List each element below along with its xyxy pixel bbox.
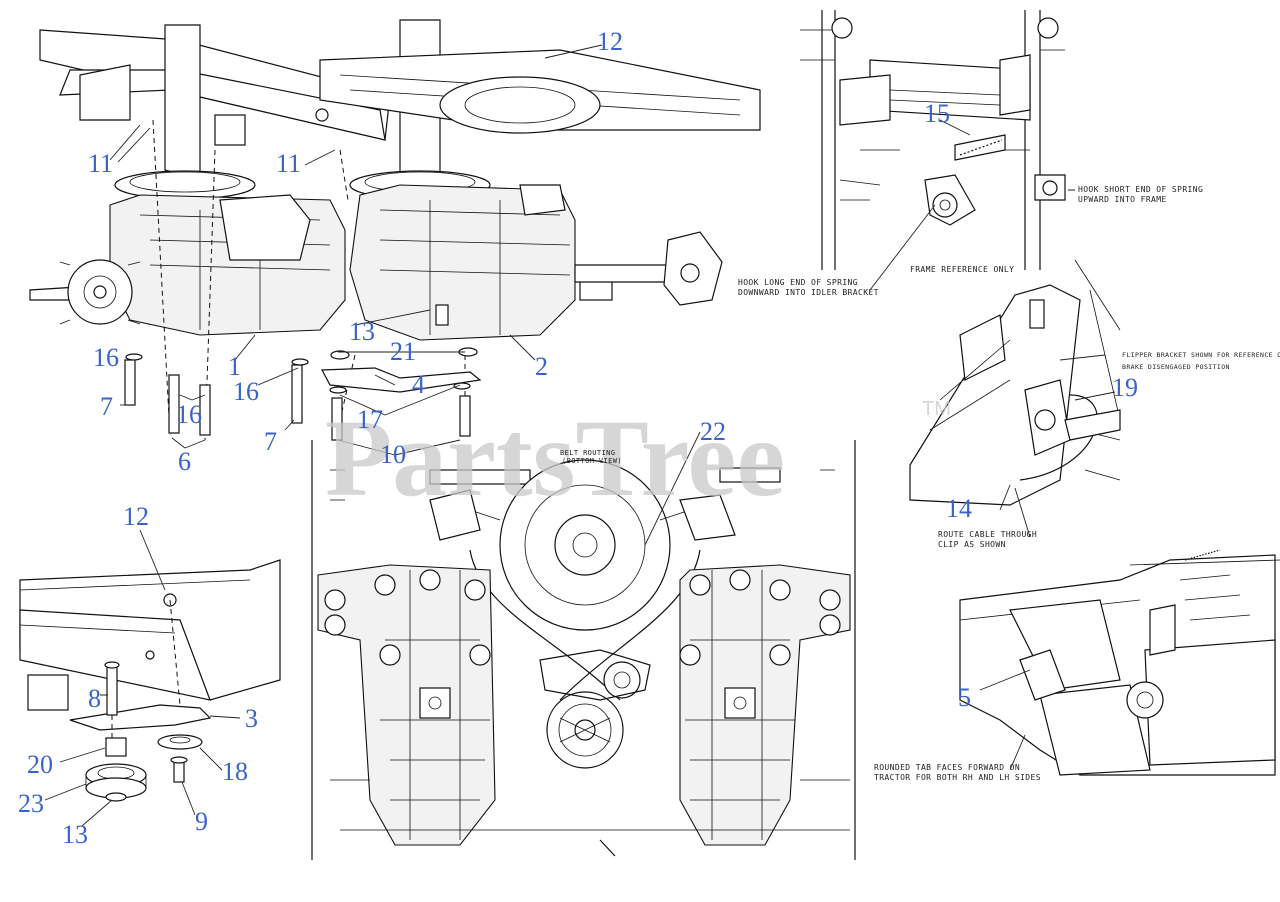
callout-numbers: 12 11 11 13 1 2 21 4 17 10 16 16 16 7 7 … xyxy=(18,27,1138,849)
belt-routing-view xyxy=(311,431,856,860)
note-hook-short-line1: HOOK SHORT END OF SPRING xyxy=(1078,185,1203,194)
note-belt-routing-line2: (BOTTOM VIEW) xyxy=(562,457,622,465)
callout-7-a: 7 xyxy=(100,392,113,421)
callout-13-top: 13 xyxy=(349,317,375,346)
callout-9: 9 xyxy=(195,807,208,836)
callout-16-c: 16 xyxy=(233,377,259,406)
callout-3: 3 xyxy=(245,704,258,733)
callout-14: 14 xyxy=(946,494,972,523)
callout-22: 22 xyxy=(700,417,726,446)
svg-text:TM: TM xyxy=(922,398,951,420)
callout-12-bottom: 12 xyxy=(123,502,149,531)
note-route-cable-line2: CLIP AS SHOWN xyxy=(938,540,1006,549)
callout-17: 17 xyxy=(357,405,383,434)
callout-16-b: 16 xyxy=(176,400,202,429)
callout-11-left: 11 xyxy=(88,149,113,178)
callout-6: 6 xyxy=(178,447,191,476)
callout-20: 20 xyxy=(27,750,53,779)
note-hook-long-line1: HOOK LONG END OF SPRING xyxy=(738,278,858,287)
note-frame-reference: FRAME REFERENCE ONLY xyxy=(910,265,1014,274)
partstree-watermark: PartsTree TM xyxy=(325,397,951,519)
rounded-tab-detail-view xyxy=(959,549,1280,776)
brake-cable-detail-view xyxy=(909,259,1121,538)
spring-detail-view xyxy=(800,10,1075,291)
leader-lines-top-left xyxy=(109,44,603,456)
callout-18: 18 xyxy=(222,757,248,786)
note-rounded-tab-line1: ROUNDED TAB FACES FORWARD ON xyxy=(874,763,1020,772)
callout-16-a: 16 xyxy=(93,343,119,372)
callout-4: 4 xyxy=(412,370,425,399)
note-belt-routing-line1: BELT ROUTING xyxy=(560,449,615,457)
transaxle-assembly-view xyxy=(29,19,761,441)
note-route-cable-line1: ROUTE CABLE THROUGH xyxy=(938,530,1037,539)
callout-12-top: 12 xyxy=(597,27,623,56)
note-rounded-tab-line2: TRACTOR FOR BOTH RH AND LH SIDES xyxy=(874,773,1041,782)
note-hook-short-line2: UPWARD INTO FRAME xyxy=(1078,195,1167,204)
note-flipper-line1: FLIPPER BRACKET SHOWN FOR REFERENCE ONLY xyxy=(1122,351,1280,359)
svg-text:PartsTree: PartsTree xyxy=(325,397,785,519)
callout-23: 23 xyxy=(18,789,44,818)
diagram-notes: HOOK SHORT END OF SPRING UPWARD INTO FRA… xyxy=(560,185,1280,782)
callout-19: 19 xyxy=(1112,373,1138,402)
callout-13-bottom: 13 xyxy=(62,820,88,849)
callout-21: 21 xyxy=(390,337,416,366)
callout-7-b: 7 xyxy=(264,427,277,456)
note-flipper-line2: BRAKE DISENGAGED POSITION xyxy=(1122,363,1230,371)
callout-15: 15 xyxy=(924,99,950,128)
callout-2: 2 xyxy=(535,352,548,381)
callout-8: 8 xyxy=(88,684,101,713)
callout-10: 10 xyxy=(380,440,406,469)
callout-11-right: 11 xyxy=(276,149,301,178)
idler-assembly-view xyxy=(19,529,281,827)
callout-1: 1 xyxy=(228,352,241,381)
callout-5: 5 xyxy=(958,683,971,712)
note-hook-long-line2: DOWNWARD INTO IDLER BRACKET xyxy=(738,288,879,297)
